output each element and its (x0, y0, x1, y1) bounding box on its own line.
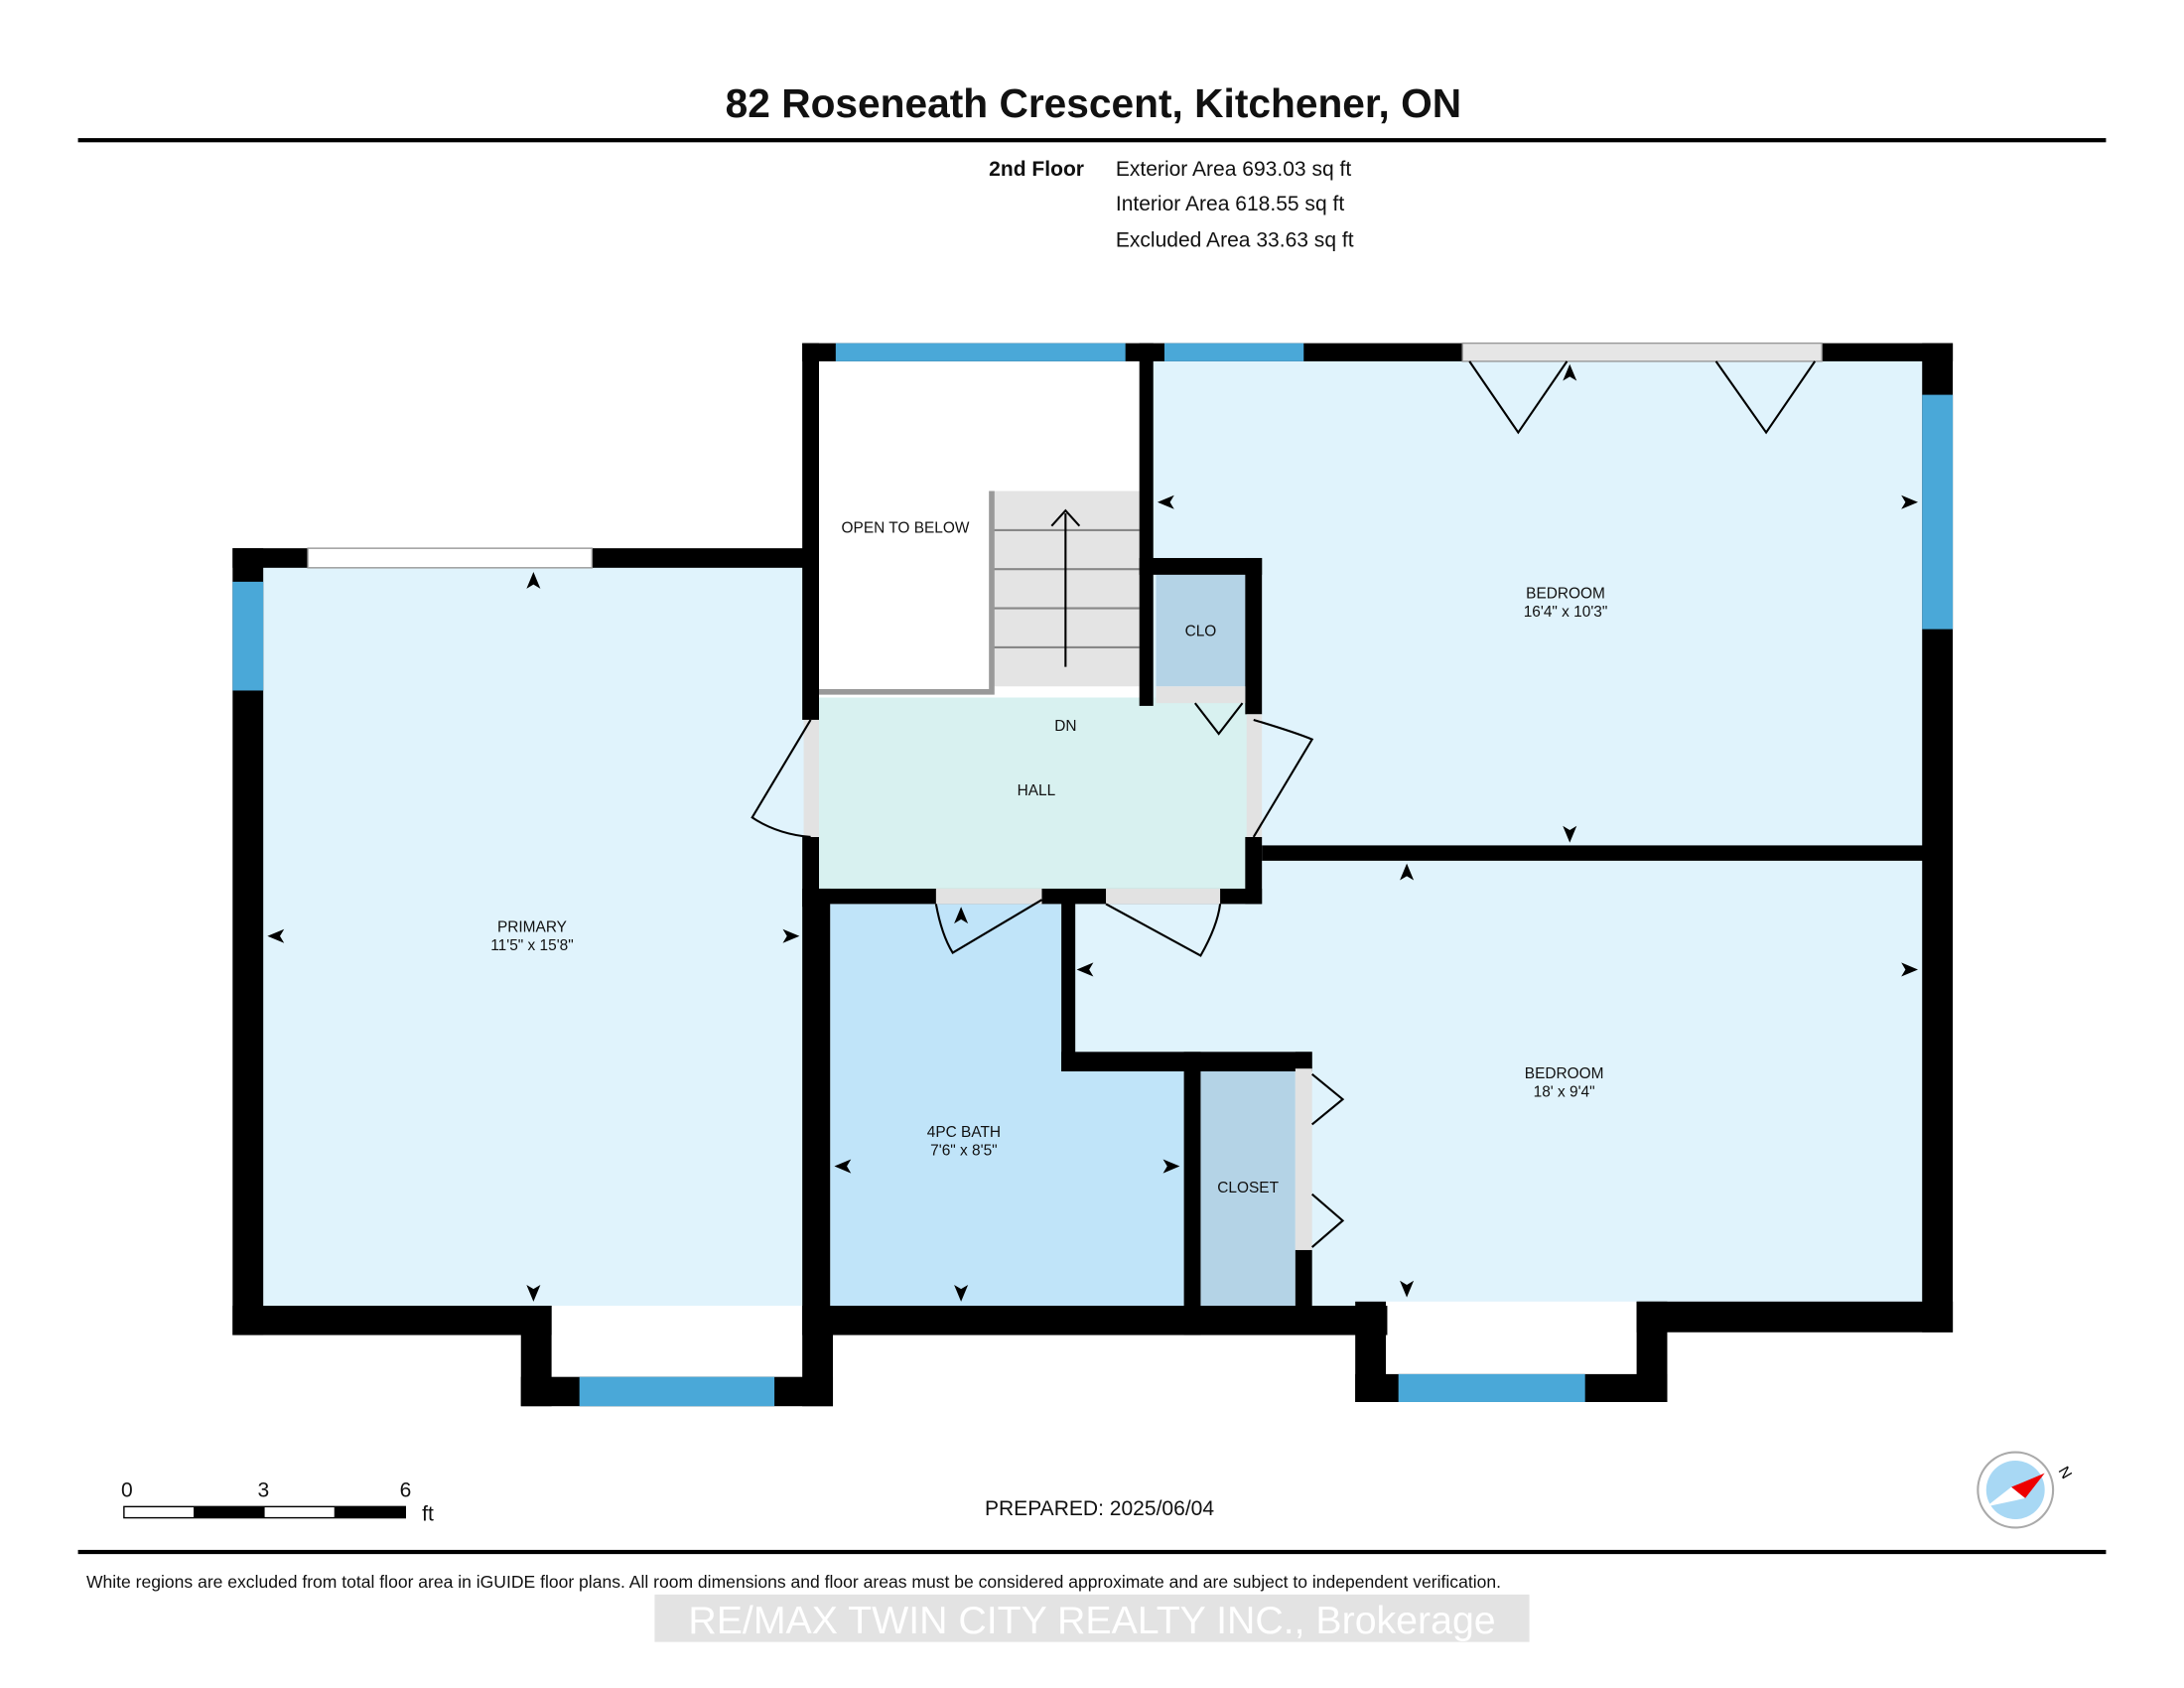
prepared-date: PREPARED: 2025/06/04 (985, 1497, 1214, 1520)
page-title: 82 Roseneath Crescent, Kitchener, ON (726, 80, 1461, 126)
room-name-clo: CLO (1185, 624, 1217, 640)
closet-bifold-opening (1461, 342, 1823, 362)
room-clo (1156, 574, 1246, 687)
room-name-primary: PRIMARY (497, 919, 567, 936)
excluded-bay-left (551, 1306, 803, 1377)
room-dims-primary: 11'5" x 15'8" (490, 937, 573, 954)
scale-tick-3: 3 (258, 1479, 270, 1502)
floor-name: 2nd Floor (989, 158, 1084, 181)
disclaimer: White regions are excluded from total fl… (86, 1572, 1501, 1592)
windows (232, 343, 1954, 1407)
watermark-bg (654, 1594, 1530, 1642)
room-dims-bath: 7'6" x 8'5" (930, 1142, 997, 1159)
exterior-area: Exterior Area 693.03 sq ft (1116, 158, 1351, 181)
compass-north-label: N (2055, 1464, 2075, 1481)
footer-divider (77, 1549, 2107, 1555)
room-name-bath: 4PC BATH (927, 1124, 1001, 1141)
room-hall (819, 697, 1249, 889)
room-dims-bedroom-bottom: 18' x 9'4" (1534, 1083, 1595, 1100)
door-swings (751, 360, 1817, 1248)
compass-icon: N (1977, 1451, 2075, 1529)
room-bedroom-top (1142, 352, 1937, 854)
room-name-open-to-below: OPEN TO BELOW (842, 520, 970, 537)
room-name-hall: HALL (1018, 782, 1056, 799)
scale-unit: ft (422, 1502, 434, 1525)
sliding-door[interactable] (307, 547, 594, 569)
floor-plan: PRIMARY 11'5" x 15'8" BEDROOM 16'4" x 10… (232, 342, 1954, 1407)
scale-tick-6: 6 (400, 1479, 412, 1502)
excluded-area: Excluded Area 33.63 sq ft (1116, 229, 1354, 252)
watermark: RE/MAX TWIN CITY REALTY INC., Brokerage (688, 1599, 1495, 1642)
room-bedroom-bottom (1065, 853, 1937, 1316)
room-name-bedroom-top: BEDROOM (1526, 586, 1605, 603)
door-openings (803, 686, 1312, 1250)
excluded-bay-right (1386, 1301, 1637, 1374)
dimension-arrows (267, 363, 1919, 1302)
room-dims-bedroom-top: 16'4" x 10'3" (1524, 604, 1608, 621)
interior-area: Interior Area 618.55 sq ft (1116, 193, 1344, 215)
room-primary (250, 557, 808, 1319)
header-divider (77, 138, 2107, 143)
room-name-closet: CLOSET (1217, 1180, 1279, 1196)
room-name-bedroom-bottom: BEDROOM (1525, 1065, 1604, 1082)
room-bath (830, 904, 1184, 1307)
scale-bar: 0 3 6 ft (121, 1479, 434, 1526)
scale-tick-0: 0 (121, 1479, 133, 1502)
stairs-direction: DN (1054, 718, 1076, 735)
room-closet (1200, 1071, 1296, 1307)
